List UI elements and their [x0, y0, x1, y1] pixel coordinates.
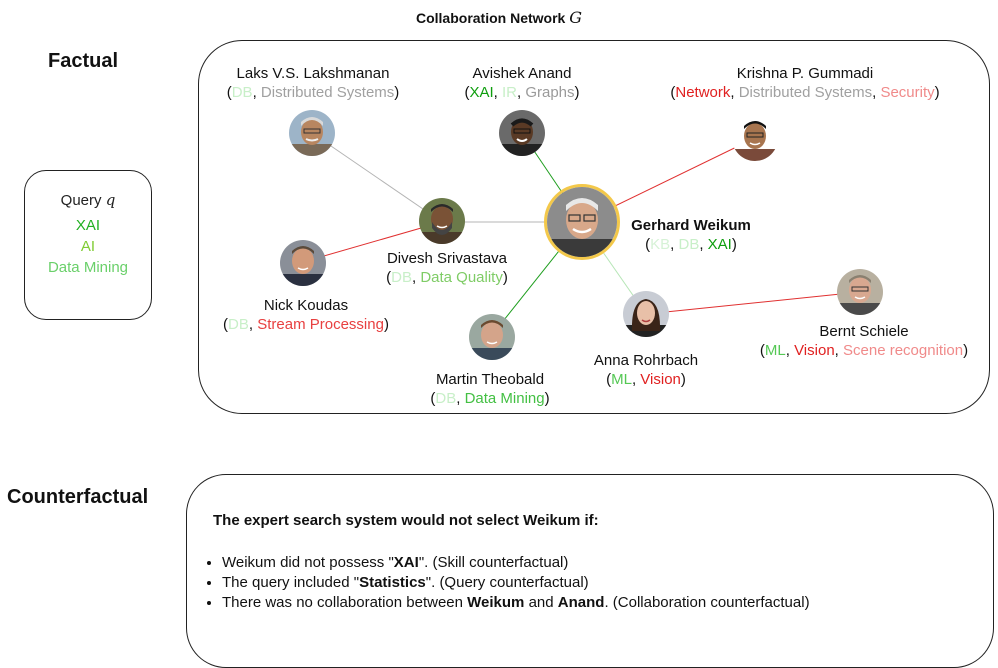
skill-tag: DB	[391, 269, 412, 286]
expert-skills: (KB, DB, XAI)	[645, 236, 737, 253]
counterfactual-heading: The expert search system would not selec…	[213, 512, 599, 529]
cf-text: and	[524, 594, 558, 611]
expert-skills: (DB, Distributed Systems)	[226, 84, 400, 101]
factual-label: Factual	[48, 50, 119, 72]
avatar-weikum	[544, 184, 620, 260]
expert-name: Gerhard Weikum	[631, 217, 751, 234]
cf-text: . (Collaboration counterfactual)	[604, 594, 810, 611]
avatar-schiele	[837, 269, 883, 315]
edge-laks-divesh	[311, 132, 443, 223]
skill-tag: Distributed Systems	[738, 84, 873, 101]
skill-tag: ML	[611, 371, 632, 388]
expert-label-gummadi: Krishna P. Gummadi (Network, Distributed…	[630, 64, 980, 102]
cf-bold: Anand	[557, 594, 605, 611]
expert-skills: (XAI, IR, Graphs)	[464, 84, 580, 101]
expert-skills: (DB, Data Mining)	[430, 390, 550, 407]
skill-tag: DB	[228, 316, 249, 333]
expert-name: Anna Rohrbach	[593, 352, 699, 369]
expert-label-koudas: Nick Koudas (DB, Stream Processing)	[196, 296, 416, 334]
cf-bold: XAI	[393, 554, 419, 571]
skill-tag: Vision	[794, 342, 835, 359]
cf-bold: Statistics	[359, 574, 426, 591]
avatar-theobald	[469, 314, 515, 360]
avatar-anand	[499, 110, 545, 156]
skill-tag: Distributed Systems	[260, 84, 395, 101]
skill-tag: IR	[501, 84, 517, 101]
skill-tag: Scene recognition	[843, 342, 964, 359]
expert-name: Bernt Schiele	[819, 323, 909, 340]
expert-label-divesh: Divesh Srivastava (DB, Data Quality)	[362, 249, 532, 287]
network-title-text: Collaboration Network	[415, 10, 566, 26]
expert-skills: (ML, Vision)	[606, 371, 686, 388]
expert-label-schiele: Bernt Schiele (ML, Vision, Scene recogni…	[732, 322, 996, 360]
expert-label-weikum: Gerhard Weikum (KB, DB, XAI)	[616, 216, 766, 254]
query-title: Query q	[25, 191, 151, 209]
skill-tag: Graphs	[525, 84, 575, 101]
expert-label-anand: Avishek Anand (XAI, IR, Graphs)	[432, 64, 612, 102]
skill-tag: DB	[678, 236, 700, 253]
edge-rohrbach-schiele	[645, 291, 861, 315]
cf-text: The query included "	[222, 574, 360, 591]
avatar-laks	[289, 110, 335, 156]
skill-tag: KB	[650, 236, 671, 253]
expert-name: Nick Koudas	[263, 297, 349, 314]
skill-tag: XAI	[707, 236, 732, 253]
cf-bold: Weikum	[467, 594, 525, 611]
expert-skills: (DB, Stream Processing)	[223, 316, 389, 333]
network-symbol: G	[569, 8, 583, 27]
counterfactual-item: Weikum did not possess "XAI". (Skill cou…	[222, 554, 810, 572]
collaboration-network-box	[198, 40, 990, 414]
skill-tag: Network	[675, 84, 731, 101]
skill-tag: ML	[764, 342, 786, 359]
query-skill: XAI	[75, 217, 101, 234]
cf-text: There was no collaboration between	[222, 594, 468, 611]
query-box: Query q XAI AI Data Mining	[24, 170, 152, 320]
skill-tag: Vision	[640, 371, 681, 388]
skill-tag: DB	[231, 84, 253, 101]
query-label: Query	[60, 192, 102, 209]
edge-koudas-divesh	[302, 221, 443, 263]
query-skill: AI	[80, 238, 96, 255]
expert-label-laks: Laks V.S. Lakshmanan (DB, Distributed Sy…	[193, 64, 433, 102]
cf-text: Weikum did not possess "	[222, 554, 394, 571]
query-skill: Data Mining	[47, 259, 129, 276]
counterfactual-item: There was no collaboration between Weiku…	[222, 594, 810, 612]
expert-name: Divesh Srivastava	[386, 250, 508, 267]
expert-skills: (ML, Vision, Scene recognition)	[759, 342, 969, 359]
counterfactual-label: Counterfactual	[7, 486, 149, 508]
skill-tag: Security	[880, 84, 935, 101]
skill-tag: Stream Processing	[257, 316, 384, 333]
cf-text: ". (Skill counterfactual)	[418, 554, 569, 571]
counterfactual-list: Weikum did not possess "XAI". (Skill cou…	[200, 554, 810, 614]
query-symbol: q	[105, 191, 116, 209]
expert-label-theobald: Martin Theobald (DB, Data Mining)	[405, 370, 575, 408]
avatar-divesh	[419, 198, 465, 244]
skill-tag: DB	[435, 390, 457, 407]
cf-text: ". (Query counterfactual)	[425, 574, 589, 591]
skill-tag: XAI	[469, 84, 494, 101]
network-title: Collaboration Network G	[0, 8, 998, 27]
expert-skills: (DB, Data Quality)	[386, 269, 508, 286]
expert-name: Laks V.S. Lakshmanan	[236, 65, 390, 82]
expert-skills: (Network, Distributed Systems, Security)	[670, 84, 940, 101]
avatar-koudas	[280, 240, 326, 286]
expert-name: Avishek Anand	[472, 65, 572, 82]
skill-tag: Data Quality	[420, 269, 503, 286]
expert-name: Martin Theobald	[435, 371, 545, 388]
expert-name: Krishna P. Gummadi	[736, 65, 874, 82]
counterfactual-item: The query included "Statistics". (Query …	[222, 574, 810, 592]
skill-tag: Data Mining	[464, 390, 545, 407]
avatar-gummadi	[732, 115, 778, 161]
expert-label-rohrbach: Anna Rohrbach (ML, Vision)	[576, 351, 716, 389]
avatar-rohrbach	[623, 291, 669, 337]
